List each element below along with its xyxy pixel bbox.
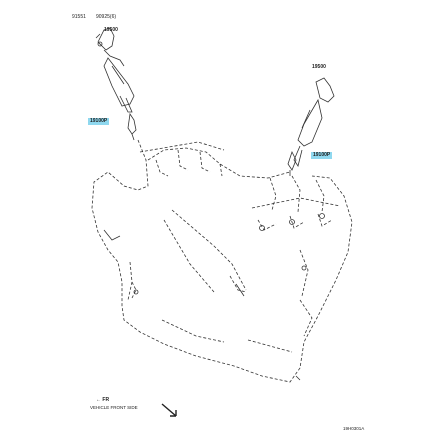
callout-91551: 91551 (72, 14, 86, 20)
callout-19500-left: 19500 (104, 27, 118, 33)
callout-19100p-left: 19100P (88, 118, 110, 125)
engine-block (91, 139, 353, 383)
left-spark-plug (127, 112, 137, 141)
figure-code: 19H0301A (343, 426, 365, 431)
legend-vehicle-front: VEHICLE FRONT SIDE (90, 405, 138, 410)
front-arrow-icon (161, 403, 177, 417)
right-ignition-coil (293, 77, 335, 167)
legend-front-label: ← FR (96, 397, 110, 403)
left-ignition-coil (95, 27, 135, 113)
callout-90925: 90925(6) (96, 14, 117, 20)
callout-19100p-right: 19100P (311, 152, 333, 159)
engine-details (103, 213, 325, 381)
callout-19500-right: 19500 (312, 64, 326, 70)
right-spark-plug (287, 150, 297, 176)
